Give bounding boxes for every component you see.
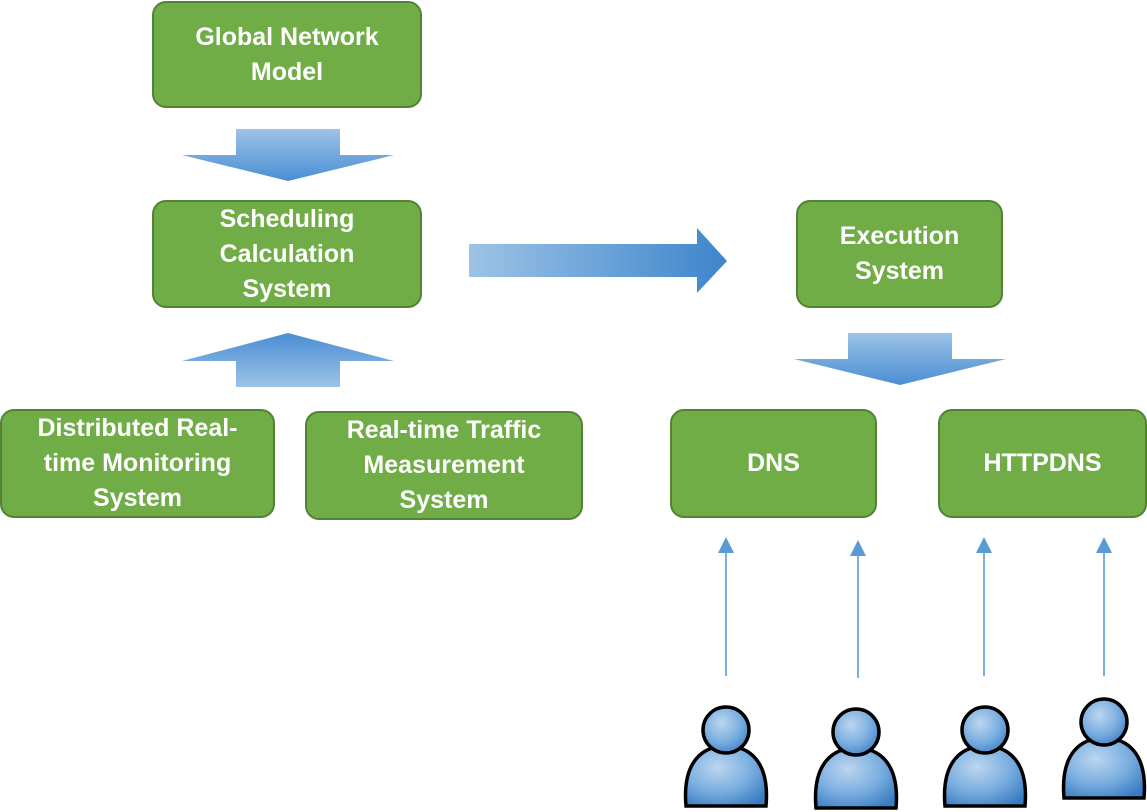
- user-icon: [1061, 697, 1147, 800]
- dns-box: DNS: [670, 409, 877, 518]
- scheduling-calculation-system-box: Scheduling Calculation System: [152, 200, 422, 308]
- user-icon: [683, 705, 769, 808]
- traffic-measurement-system-box: Real-time Traffic Measurement System: [305, 411, 583, 520]
- block-arrow-icon: [182, 129, 394, 181]
- user-icon: [813, 707, 899, 810]
- global-network-model-label: Global Network Model: [195, 22, 379, 86]
- execution-system-label: Execution System: [839, 222, 960, 285]
- httpdns-box: HTTPDNS: [938, 409, 1147, 518]
- dns-label: DNS: [747, 449, 800, 477]
- traffic-measurement-system-label: Real-time Traffic Measurement System: [346, 416, 542, 514]
- block-arrow-icon: [182, 333, 394, 387]
- block-arrow-icon: [794, 333, 1006, 385]
- global-network-model-box: Global Network Model: [152, 1, 422, 108]
- httpdns-label: HTTPDNS: [983, 449, 1102, 477]
- distributed-monitoring-system-label: Distributed Real- time Monitoring System: [37, 414, 238, 512]
- block-arrow-icon: [469, 228, 727, 293]
- user-icon: [942, 705, 1028, 808]
- distributed-monitoring-system-box: Distributed Real- time Monitoring System: [0, 409, 275, 518]
- scheduling-calculation-system-label: Scheduling Calculation System: [219, 204, 355, 303]
- execution-system-box: Execution System: [796, 200, 1003, 308]
